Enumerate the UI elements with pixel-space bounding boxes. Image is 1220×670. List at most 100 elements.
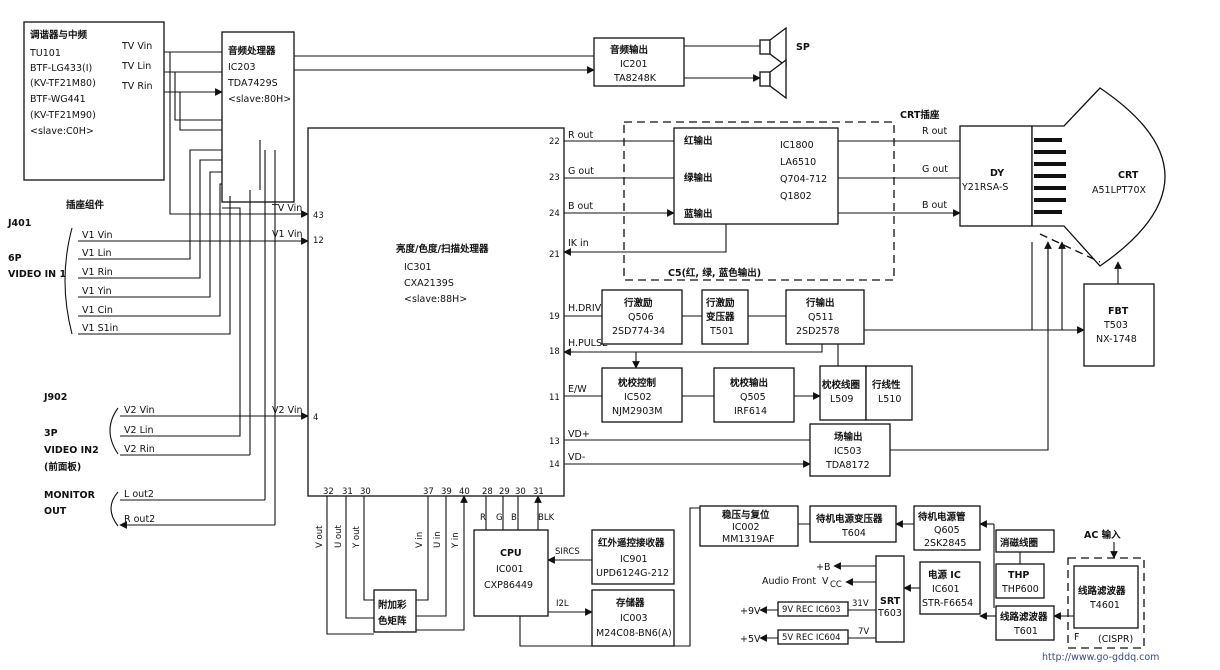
- plus-b-label: +B: [816, 562, 830, 573]
- pin-out-line: IRF614: [734, 406, 767, 417]
- reg9-out: +9V: [740, 606, 761, 617]
- svg-text:Audio Front: Audio Front: [762, 576, 816, 587]
- svg-text:V1 S1in: V1 S1in: [82, 323, 118, 334]
- audio-proc-line: IC203: [228, 62, 256, 73]
- v-out-line: IC503: [834, 446, 862, 457]
- pin-number: 12: [313, 236, 324, 246]
- h-transformer-box: [701, 289, 749, 345]
- svg-text:V out: V out: [315, 525, 325, 548]
- cpu-line: CXP86449: [484, 580, 533, 591]
- monitor-bracket: [110, 491, 119, 527]
- svg-text:31: 31: [342, 487, 353, 497]
- crt-socket-label: CRT插座: [900, 109, 940, 121]
- j401-desc: VIDEO IN 1: [8, 269, 66, 280]
- rgb-line: Q1802: [780, 191, 812, 202]
- ir-line: IC901: [620, 554, 648, 565]
- pin-ctrl-line: NJM2903M: [612, 406, 662, 417]
- svg-text:VD-: VD-: [568, 452, 585, 463]
- j401-signals: V1 Vin V1 Lin V1 Rin V1 Yin V1 Cin V1 S1…: [82, 230, 118, 334]
- svg-text:24: 24: [549, 209, 560, 219]
- power-ic-box: [919, 561, 981, 615]
- tuner-sig: TV Lin: [121, 61, 151, 72]
- srt-line: SRT: [880, 596, 901, 607]
- h-drive-box: [601, 289, 683, 345]
- crt-line: CRT: [1118, 170, 1139, 181]
- monitor-sig: L out2: [124, 489, 154, 500]
- svg-text:G: G: [496, 513, 503, 523]
- standby-tube-box: [913, 505, 981, 551]
- rgb-line: IC1800: [780, 140, 814, 151]
- h-trans-title: 行激励: [705, 297, 735, 309]
- crt-sig: G out: [922, 164, 948, 175]
- j401-bracket: [64, 227, 73, 335]
- tuner-line: TU101: [29, 48, 61, 59]
- svg-text:V2 Vin: V2 Vin: [124, 405, 155, 416]
- cispr-dashed-area: [1067, 557, 1145, 649]
- j902-desc: 3P: [44, 428, 58, 439]
- cm-line: 附加彩: [378, 599, 407, 611]
- svg-text:B out: B out: [568, 201, 593, 212]
- speaker-icon: [759, 26, 787, 100]
- pin-coil-box: [819, 365, 867, 421]
- svg-text:23: 23: [549, 173, 560, 183]
- h-lin-line: L510: [878, 394, 901, 405]
- audio-proc-line: <slave:80H>: [228, 94, 291, 105]
- svg-text:V1 Cin: V1 Cin: [82, 305, 113, 316]
- stby-trans-title: 待机电源变压器: [816, 513, 883, 525]
- h-trans-line: T501: [709, 326, 734, 337]
- h-drive-line: Q506: [628, 312, 654, 323]
- rgb-blue: 蓝输出: [684, 208, 713, 220]
- c5-caption: C5(红, 绿, 蓝色输出): [668, 267, 761, 279]
- monitor-desc: OUT: [44, 506, 67, 517]
- tuner-sig: TV Vin: [121, 41, 152, 52]
- thp-title: THP: [1008, 570, 1029, 581]
- pin-number: 4: [313, 413, 318, 423]
- svg-text:V: V: [822, 576, 829, 587]
- rgb-red: 红输出: [684, 135, 713, 147]
- j401-desc: 6P: [8, 253, 22, 264]
- dy-box: [959, 125, 1033, 227]
- svg-text:B: B: [511, 513, 517, 523]
- bottom-pin-signals: V out U out Y out V in U in Y in R G B B…: [315, 513, 555, 549]
- h-trans-line: 变压器: [706, 311, 735, 323]
- line-filter-1-box: [1073, 565, 1139, 629]
- svg-text:37: 37: [423, 487, 434, 497]
- j902-id: J902: [43, 392, 67, 403]
- mem-sig: I2L: [556, 599, 569, 609]
- rgb-green: 绿输出: [684, 172, 713, 184]
- svg-text:V2 Rin: V2 Rin: [124, 444, 155, 455]
- pin-coil-title: 枕校线圈: [822, 379, 860, 391]
- ir-line: UPD6124G-212: [596, 568, 669, 579]
- rgb-line: Q704-712: [780, 174, 827, 185]
- main-ic-box: [307, 127, 565, 497]
- rgb-out-box: [673, 127, 839, 225]
- regulator-box: [699, 505, 799, 547]
- crt-sig: R out: [922, 126, 947, 137]
- tuner-line: (KV-TF21M90): [30, 110, 96, 121]
- svg-text:V1 Yin: V1 Yin: [82, 286, 112, 297]
- dy-line: DY: [990, 168, 1004, 179]
- lf1-f: F: [1074, 632, 1079, 643]
- memory-box: [591, 589, 675, 647]
- svg-text:Y out: Y out: [352, 526, 362, 549]
- stby-trans-line: T604: [841, 528, 866, 539]
- monitor-desc: MONITOR: [44, 490, 96, 501]
- pin-out-box: [713, 367, 795, 423]
- svg-text:30: 30: [515, 487, 526, 497]
- svg-text:V in: V in: [415, 532, 425, 548]
- audio-proc-line: TDA7429S: [227, 78, 278, 89]
- srt-box: [875, 555, 905, 643]
- v-out-line: TDA8172: [825, 460, 870, 471]
- crt-sig: B out: [922, 200, 947, 211]
- h-drive-title: 行激励: [623, 297, 653, 309]
- svg-text:V1 Lin: V1 Lin: [82, 248, 112, 259]
- degauss-box: [995, 529, 1055, 553]
- tuner-box: [23, 21, 165, 181]
- audio-front-vcc-label: Audio Front V CC: [762, 576, 842, 590]
- regulator-line: MM1319AF: [722, 534, 775, 545]
- svg-text:28: 28: [482, 487, 493, 497]
- svg-text:Y in: Y in: [451, 532, 461, 549]
- tuner-line: (KV-TF21M80): [30, 78, 96, 89]
- svg-text:U out: U out: [334, 524, 344, 548]
- svg-text:V2 Lin: V2 Lin: [124, 425, 154, 436]
